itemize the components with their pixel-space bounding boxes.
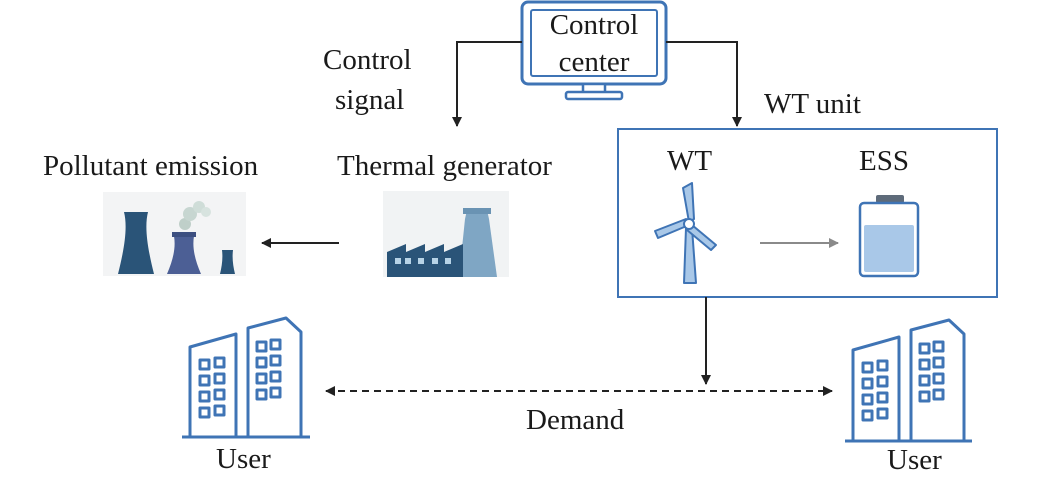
pollutant-emission-label: Pollutant emission: [43, 150, 259, 182]
pollutant-emission-icon: [103, 192, 246, 276]
wt-unit-box: [617, 128, 998, 298]
wind-turbine-icon: [654, 182, 717, 284]
control-center-label-line1: Control: [549, 9, 639, 41]
user-left-label: User: [216, 443, 271, 475]
control-center-label-line2: center: [558, 46, 630, 78]
control-signal-arrow-left: [452, 41, 522, 127]
battery-icon: [858, 195, 920, 278]
wt-label: WT: [667, 145, 713, 177]
control-signal-label-line1: Control: [323, 44, 412, 76]
control-signal-label-line2: signal: [335, 84, 405, 116]
user-left-building-icon: [182, 316, 310, 439]
demand-label: Demand: [526, 404, 625, 436]
control-signal-arrow-right: [666, 41, 742, 127]
wt-unit-label: WT unit: [764, 88, 861, 120]
ess-label: ESS: [859, 145, 909, 177]
user-right-label: User: [887, 444, 942, 476]
thermal-generator-label: Thermal generator: [337, 150, 552, 182]
thermal-generator-icon: [383, 191, 509, 277]
user-right-building-icon: [845, 318, 972, 443]
